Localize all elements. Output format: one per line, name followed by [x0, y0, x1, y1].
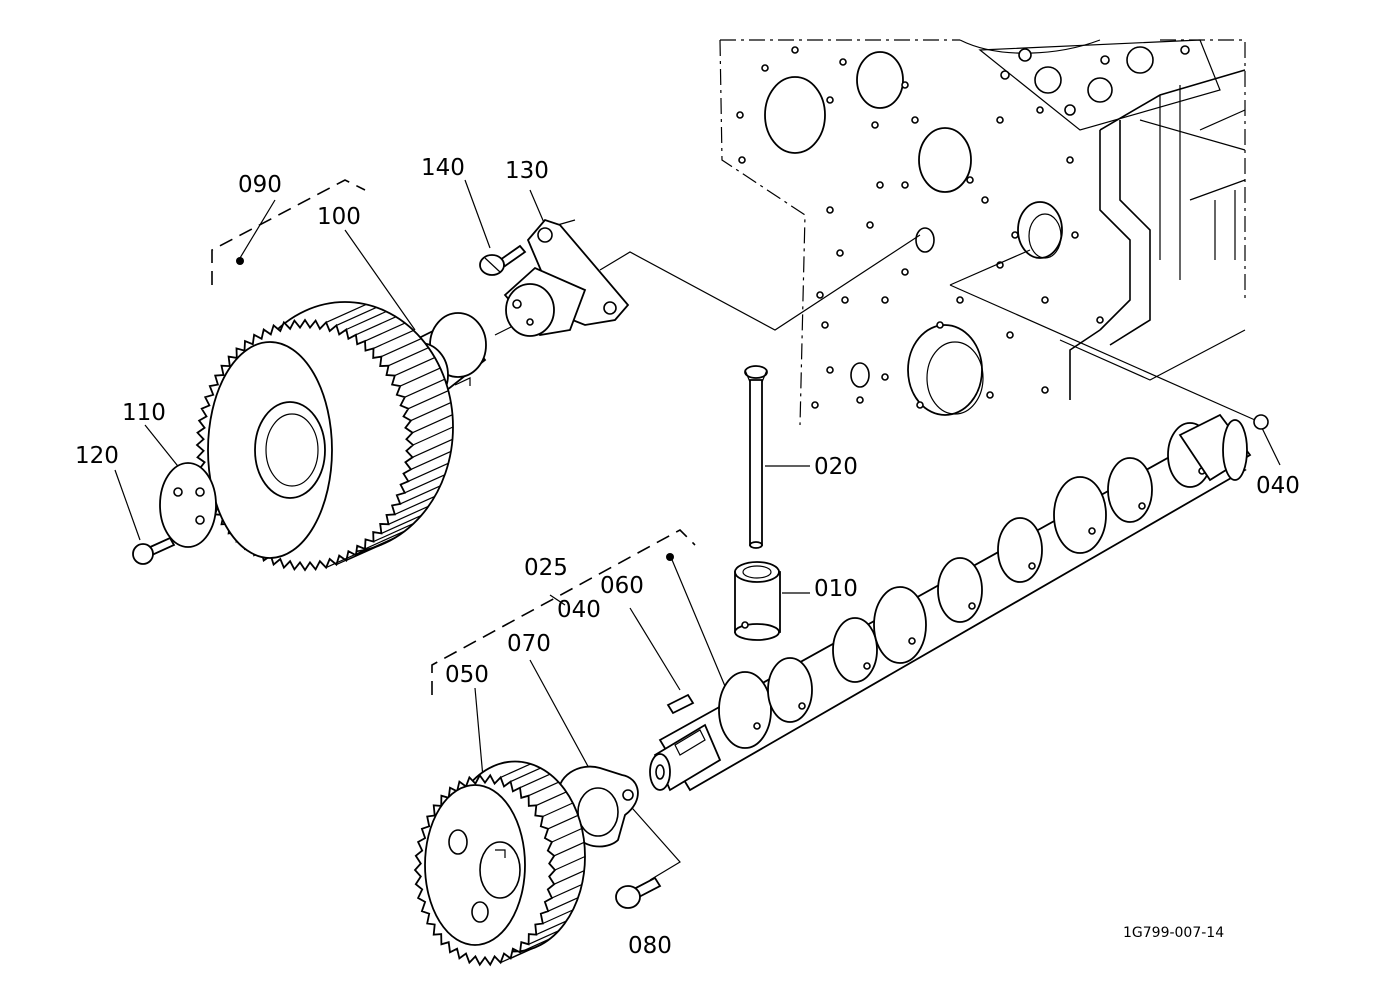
label-130: 130 — [505, 158, 549, 184]
label-040-end: 040 — [1256, 473, 1300, 499]
label-080: 080 — [628, 933, 672, 959]
part-140-bolt — [479, 244, 527, 276]
label-050: 050 — [445, 662, 489, 688]
part-060-key — [666, 693, 695, 715]
label-070: 070 — [507, 631, 551, 657]
label-100: 100 — [317, 204, 361, 230]
reference-dot — [236, 257, 244, 265]
reference-circle — [1253, 414, 1269, 430]
reference-dot — [666, 553, 674, 561]
reference-code: 1G799-007-14 — [1123, 925, 1224, 941]
part-090-idle-gear — [195, 301, 454, 572]
label-025: 025 — [524, 555, 568, 581]
part-130-housing — [503, 218, 630, 337]
label-090: 090 — [238, 172, 282, 198]
part-050-cam-gear — [413, 760, 586, 967]
label-140: 140 — [421, 155, 465, 181]
part-010-tappet — [734, 561, 781, 641]
engine-block — [719, 39, 1246, 426]
label-040-group: 040 — [557, 597, 601, 623]
part-110-plate — [159, 462, 217, 548]
part-080-bolt — [615, 876, 662, 909]
label-120: 120 — [75, 443, 119, 469]
part-025-camshaft — [649, 413, 1252, 792]
label-110: 110 — [122, 400, 166, 426]
label-060: 060 — [600, 573, 644, 599]
part-labels: 090 100 140 130 110 120 020 040 010 025 … — [75, 155, 1300, 959]
label-010: 010 — [814, 576, 858, 602]
part-020-push-rod — [744, 365, 768, 549]
part-120-bolt — [132, 536, 176, 565]
label-020: 020 — [814, 454, 858, 480]
